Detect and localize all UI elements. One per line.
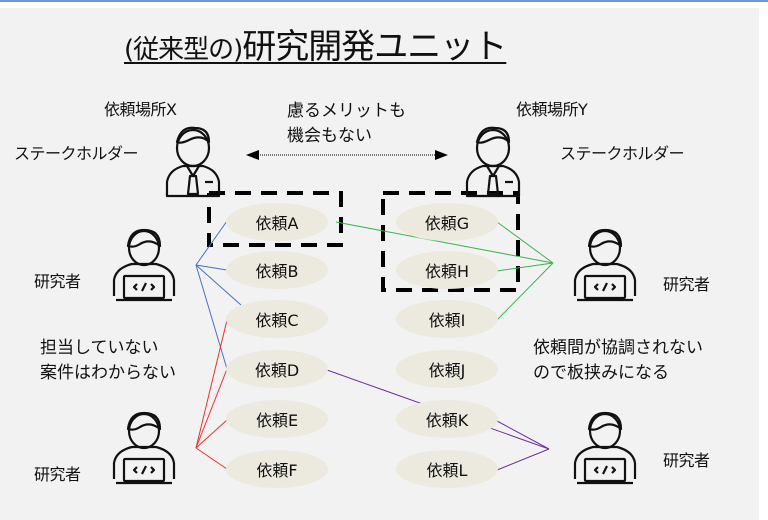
stakeholder-x-place: 依頼場所X	[104, 100, 177, 119]
link-to-request-a	[195, 220, 228, 266]
link-to-request-d	[195, 264, 228, 370]
arrow-head-left	[246, 150, 259, 160]
dashed-group-right	[381, 191, 520, 292]
issue-note-right-line2: ので板挟みになる	[533, 363, 669, 383]
stakeholder-note-line1: 慮るメリットも	[287, 101, 406, 121]
request-h: 依頼H	[396, 251, 498, 289]
connections-researcher-top-left	[195, 220, 242, 370]
request-b: 依頼B	[226, 251, 328, 289]
request-d: 依頼D	[226, 350, 328, 388]
request-l: 依頼L	[396, 450, 498, 488]
issue-note-left: 担当していない 案件はわからない	[40, 336, 176, 386]
link-to-request-k	[496, 420, 550, 450]
businessman-icon	[165, 126, 221, 198]
link-to-request-f	[195, 447, 228, 470]
connections-researcher-top-right	[335, 221, 554, 321]
stakeholder-note-line2: 機会もない	[287, 126, 372, 146]
link-to-request-b	[195, 264, 228, 271]
issue-note-left-line2: 案件はわからない	[40, 363, 176, 383]
businessman-icon	[465, 126, 521, 198]
issue-note-left-line1: 担当していない	[40, 338, 159, 358]
request-k: 依頼K	[396, 400, 498, 438]
researcher-label-top-right: 研究者	[663, 275, 710, 294]
link-to-request-d	[195, 368, 228, 449]
stakeholder-note: 慮るメリットも 機会もない	[287, 99, 406, 149]
link-to-request-e	[195, 419, 228, 449]
request-e: 依頼E	[226, 400, 328, 438]
link-to-request-c	[195, 264, 242, 306]
slide-background	[0, 8, 759, 520]
title-main: 研究開発ユニット	[242, 27, 507, 67]
issue-note-right-line1: 依頼間が協調されない	[533, 338, 703, 358]
researcher-label-bottom-left: 研究者	[34, 465, 81, 484]
link-to-request-a	[335, 221, 554, 264]
connections-researcher-bottom-left	[195, 319, 228, 470]
link-to-request-l	[496, 448, 550, 471]
researcher-label-bottom-right: 研究者	[663, 451, 710, 470]
request-j: 依頼J	[396, 350, 498, 388]
request-a: 依頼A	[226, 203, 328, 241]
developer-laptop-icon	[573, 411, 637, 485]
request-c: 依頼C	[226, 300, 328, 338]
issue-note-right: 依頼間が協調されない ので板挟みになる	[533, 336, 703, 386]
link-to-request-c	[195, 319, 228, 449]
link-to-request-h	[496, 262, 554, 272]
dashed-group-left	[207, 191, 343, 247]
slide-title: (従来型の)研究開発ユニット	[124, 19, 507, 68]
link-to-request-i	[496, 262, 554, 321]
request-f: 依頼F	[226, 450, 328, 488]
researcher-label-top-left: 研究者	[34, 272, 81, 291]
link-to-request-g	[496, 221, 554, 264]
stakeholder-x-role: ステークホルダー	[14, 144, 139, 163]
request-i: 依頼I	[396, 300, 498, 338]
request-g: 依頼G	[396, 203, 498, 241]
stakeholder-y-role: ステークホルダー	[560, 144, 685, 163]
top-accent-line	[0, 0, 768, 2]
stakeholder-y-place: 依頼場所Y	[516, 100, 588, 119]
developer-laptop-icon	[112, 228, 176, 302]
developer-laptop-icon	[112, 411, 176, 485]
arrow-head-right	[435, 150, 448, 160]
title-prefix: (従来型の)	[124, 35, 243, 65]
developer-laptop-icon	[573, 228, 637, 302]
